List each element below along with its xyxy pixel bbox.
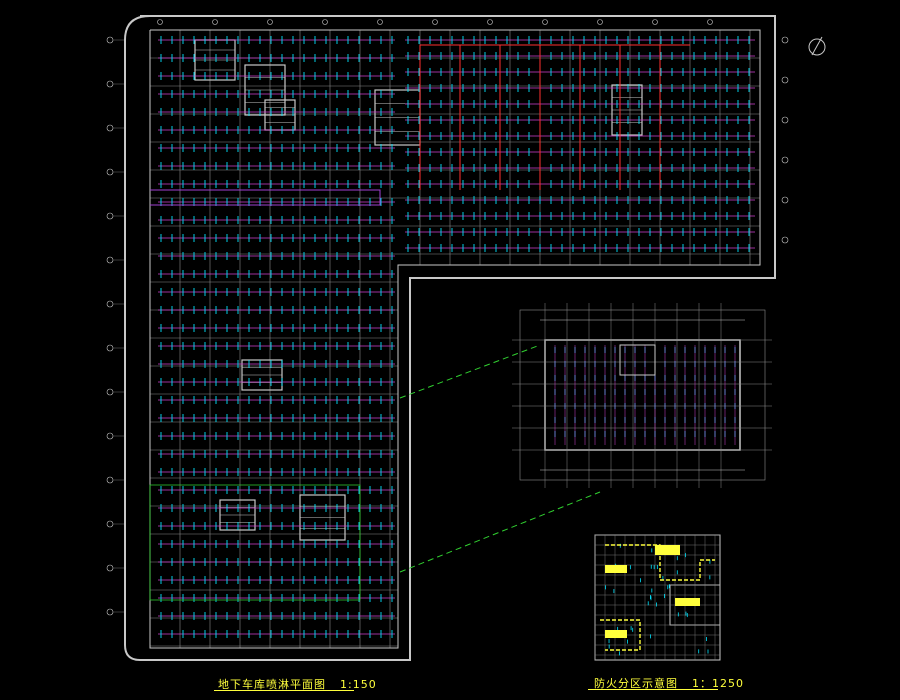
fire-zone-title: 防火分区示意图 1：1250 bbox=[594, 675, 744, 691]
main-plan-scale: 1:150 bbox=[340, 678, 377, 691]
fire-zone-title-text: 防火分区示意图 bbox=[594, 677, 678, 690]
main-plan-title: 地下车库喷淋平面图 1:150 bbox=[218, 676, 377, 692]
main-plan-sprinklers bbox=[149, 36, 755, 638]
leader-lines bbox=[399, 344, 601, 573]
main-plan-grid bbox=[106, 19, 789, 648]
fire-title-underline bbox=[588, 689, 718, 690]
fire-zone-scale: 1：1250 bbox=[692, 677, 744, 690]
main-title-underline bbox=[214, 690, 354, 691]
main-sprinkler-plan bbox=[106, 15, 789, 661]
main-plan-outline bbox=[124, 15, 776, 661]
main-plan-title-text: 地下车库喷淋平面图 bbox=[218, 678, 326, 691]
detail-plan bbox=[512, 303, 772, 488]
north-arrow-icon bbox=[808, 36, 826, 56]
fire-zone-plan bbox=[594, 534, 721, 661]
